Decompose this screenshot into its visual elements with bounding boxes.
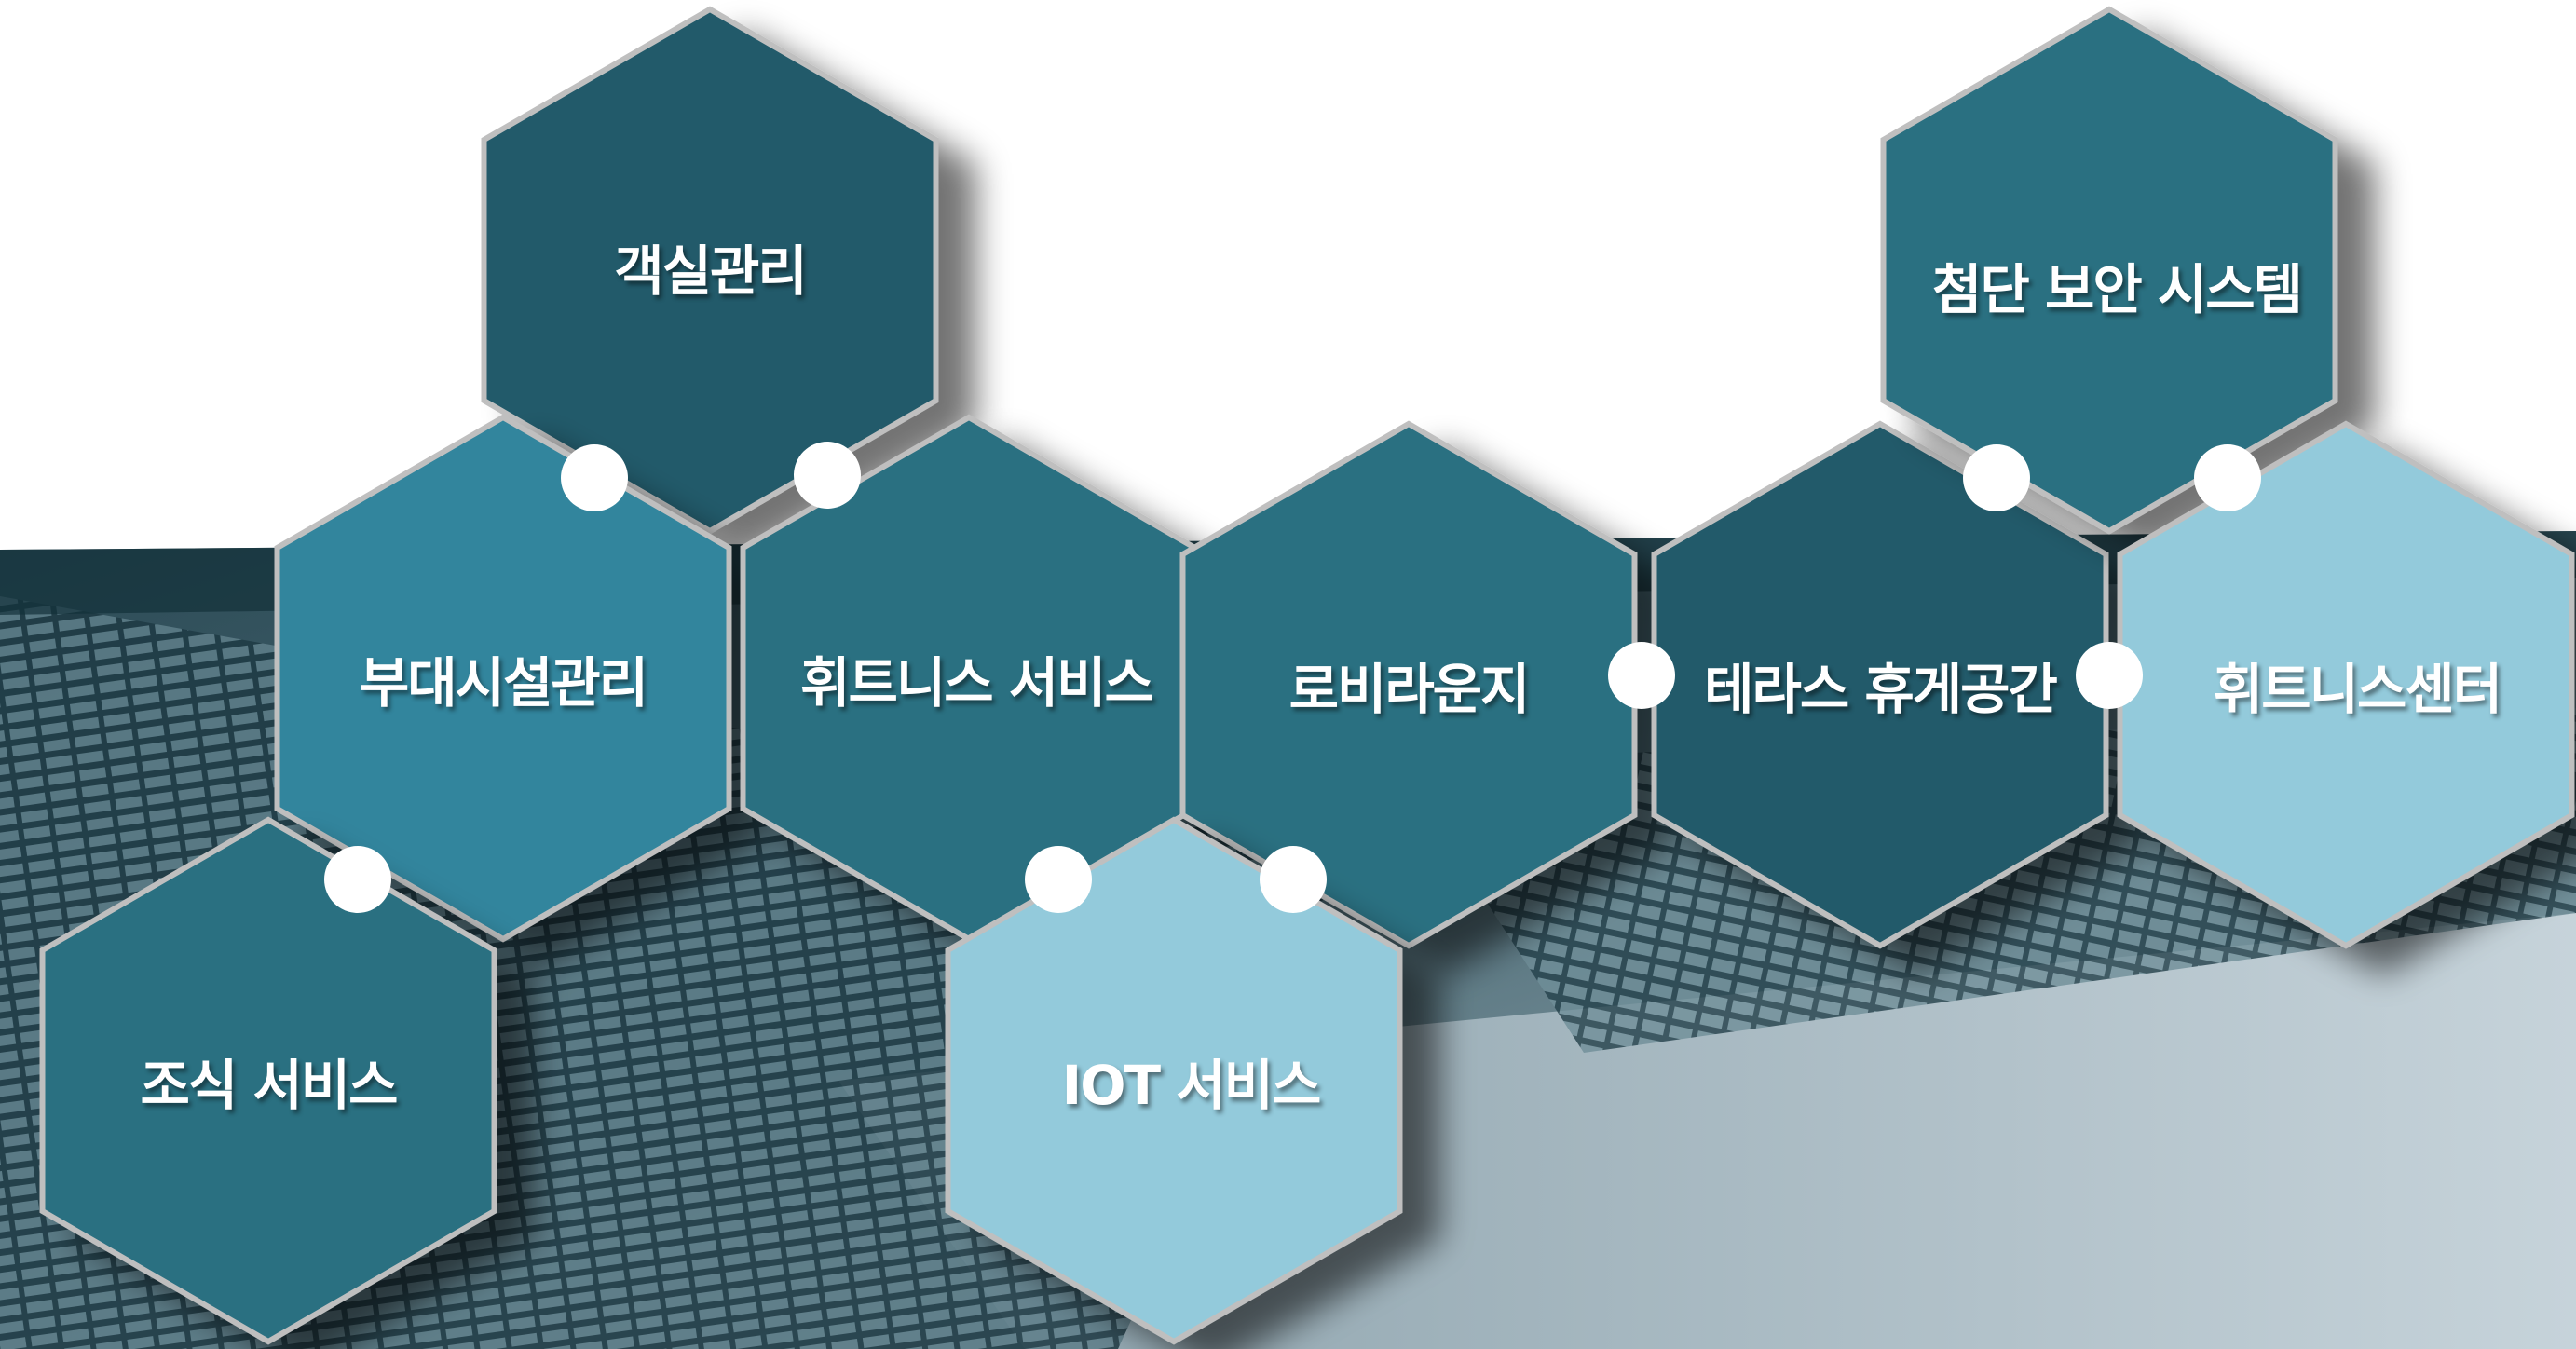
hex-fitness-center[interactable] xyxy=(2117,420,2575,949)
hex-facility-management[interactable] xyxy=(274,414,732,943)
hex-label-facility-management[interactable]: 부대시설관리 xyxy=(359,651,648,715)
hex-label-iot-service[interactable]: IOT 서비스 xyxy=(1061,1054,1322,1117)
connector-dot xyxy=(2194,444,2261,511)
hex-label-fitness-service[interactable]: 휘트니스 서비스 xyxy=(800,651,1154,715)
hex-iot-service[interactable] xyxy=(945,816,1403,1345)
hex-label-terrace-lounge[interactable]: 테라스 휴게공간 xyxy=(1704,658,2058,721)
hex-terrace-lounge[interactable] xyxy=(1651,420,2109,949)
hex-security-system[interactable] xyxy=(1880,6,2338,535)
connector-dot xyxy=(1608,642,1675,709)
hex-label-room-management[interactable]: 객실관리 xyxy=(614,239,807,303)
hex-lobby-lounge[interactable] xyxy=(1179,420,1638,949)
hex-room-management[interactable] xyxy=(481,6,939,535)
connector-dot xyxy=(794,442,861,509)
connector-dot xyxy=(324,846,391,913)
connector-dot xyxy=(1025,846,1092,913)
hex-breakfast-service[interactable] xyxy=(39,816,497,1345)
hex-label-lobby-lounge[interactable]: 로비라운지 xyxy=(1288,658,1531,721)
hex-label-security-system[interactable]: 첨단 보안 시스템 xyxy=(1932,258,2303,321)
connector-dot xyxy=(561,444,628,511)
connector-dot xyxy=(1963,444,2030,511)
connector-dot xyxy=(1260,846,1327,913)
connector-dot xyxy=(2076,642,2143,709)
hex-label-fitness-center[interactable]: 휘트니스센터 xyxy=(2213,658,2502,721)
hex-label-breakfast-service[interactable]: 조식 서비스 xyxy=(140,1054,399,1117)
